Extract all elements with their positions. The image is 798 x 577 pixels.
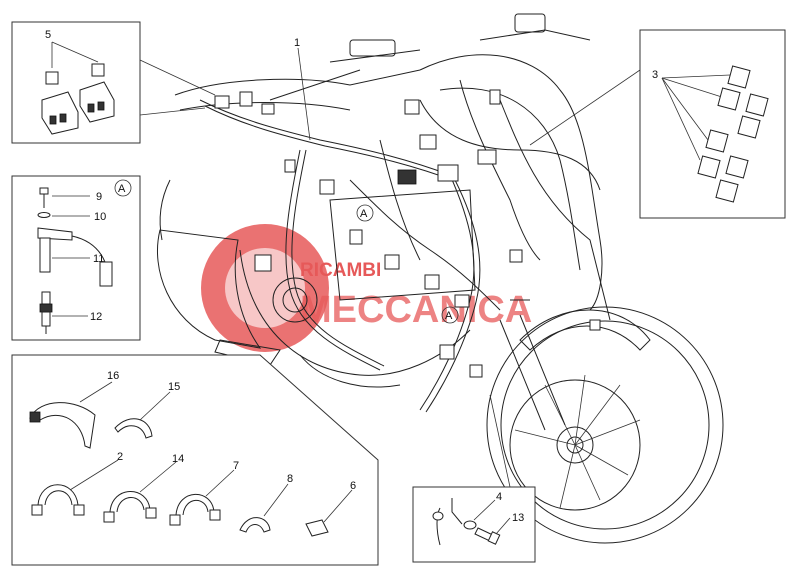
label-15: 15 [168, 381, 180, 393]
clamp-7-icon [169, 493, 221, 526]
label-2: 2 [117, 451, 123, 463]
label-9: 9 [96, 191, 102, 203]
clip-8-icon [239, 517, 271, 533]
label-5: 5 [45, 29, 51, 41]
clamp-2-icon [31, 484, 85, 516]
label-12: 12 [90, 311, 102, 323]
label-16: 16 [107, 370, 119, 382]
detail-box-sensor: A [11, 175, 141, 341]
detail-marker-a2: A [445, 310, 453, 322]
clip-15-icon [114, 418, 153, 439]
washer-icon [37, 212, 51, 218]
label-8: 8 [287, 473, 293, 485]
detail-marker-label: A [118, 183, 126, 195]
detail-box-fuses [11, 21, 216, 144]
fuse-icon [45, 63, 105, 85]
part-number-labels: 1 2 3 4 5 6 7 8 9 10 11 12 13 14 15 16 [45, 29, 658, 524]
detail-marker-a1: A [360, 208, 368, 220]
bolt-icon [39, 187, 49, 208]
clamp-14-icon [103, 491, 157, 523]
label-4: 4 [496, 491, 502, 503]
detail-box-ground [412, 394, 536, 563]
screw-13-icon [474, 527, 501, 545]
label-10: 10 [94, 211, 106, 223]
watermark-line2: MECCANICA [300, 289, 532, 331]
watermark-line1: RICAMBI [300, 260, 381, 281]
label-1: 1 [294, 37, 300, 49]
watermark: RICAMBI MECCANICA [201, 224, 532, 352]
detail-box-clamps [11, 354, 379, 566]
detail-markers: A A [356, 204, 459, 324]
grommet-6-icon [305, 519, 329, 537]
label-7: 7 [233, 460, 239, 472]
detail-box-relays [529, 29, 786, 219]
spark-plug-icon [39, 291, 53, 334]
ground-terminal-icon [432, 498, 463, 546]
label-3: 3 [652, 69, 658, 81]
label-6: 6 [350, 480, 356, 492]
label-14: 14 [172, 453, 184, 465]
label-13: 13 [512, 512, 524, 524]
washer-4-icon [463, 520, 477, 530]
cable-tie-icon [29, 402, 96, 449]
label-11: 11 [93, 253, 104, 265]
fuse-box-icon [41, 81, 115, 135]
wiring-harness [199, 79, 611, 413]
sensor-icon [37, 227, 113, 287]
relay-icon [697, 65, 769, 203]
